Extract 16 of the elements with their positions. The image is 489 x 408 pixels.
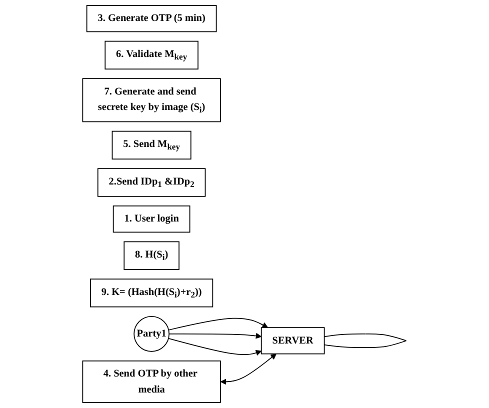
node-box: 6. Validate M$_{key}$ — [104, 40, 198, 70]
node-box: SERVER — [260, 327, 325, 354]
node-box: 7. Generate and send secrete key by image (S$_{i}$) — [82, 78, 221, 122]
node-box: 2.Send IDp$_{1}$ &IDp$_{2}$ — [97, 168, 206, 197]
arrow — [168, 332, 262, 339]
node-box: 4. Send OTP by other media — [82, 360, 221, 403]
arrow — [168, 318, 268, 330]
node-box: 1. User login — [112, 206, 190, 233]
connector — [324, 333, 407, 348]
node-circle: Party1 — [134, 316, 170, 352]
node-box: 9. K= (Hash(H(S$_{i}$)+r$_{2}$)) — [90, 278, 214, 308]
node-box: 5. Send M$_{key}$ — [112, 130, 192, 160]
node-box: 3. Generate OTP (5 min) — [86, 5, 217, 32]
arrow — [220, 354, 276, 385]
arrow — [168, 338, 262, 356]
node-box: 8. H(S$_{i}$) — [124, 241, 180, 270]
